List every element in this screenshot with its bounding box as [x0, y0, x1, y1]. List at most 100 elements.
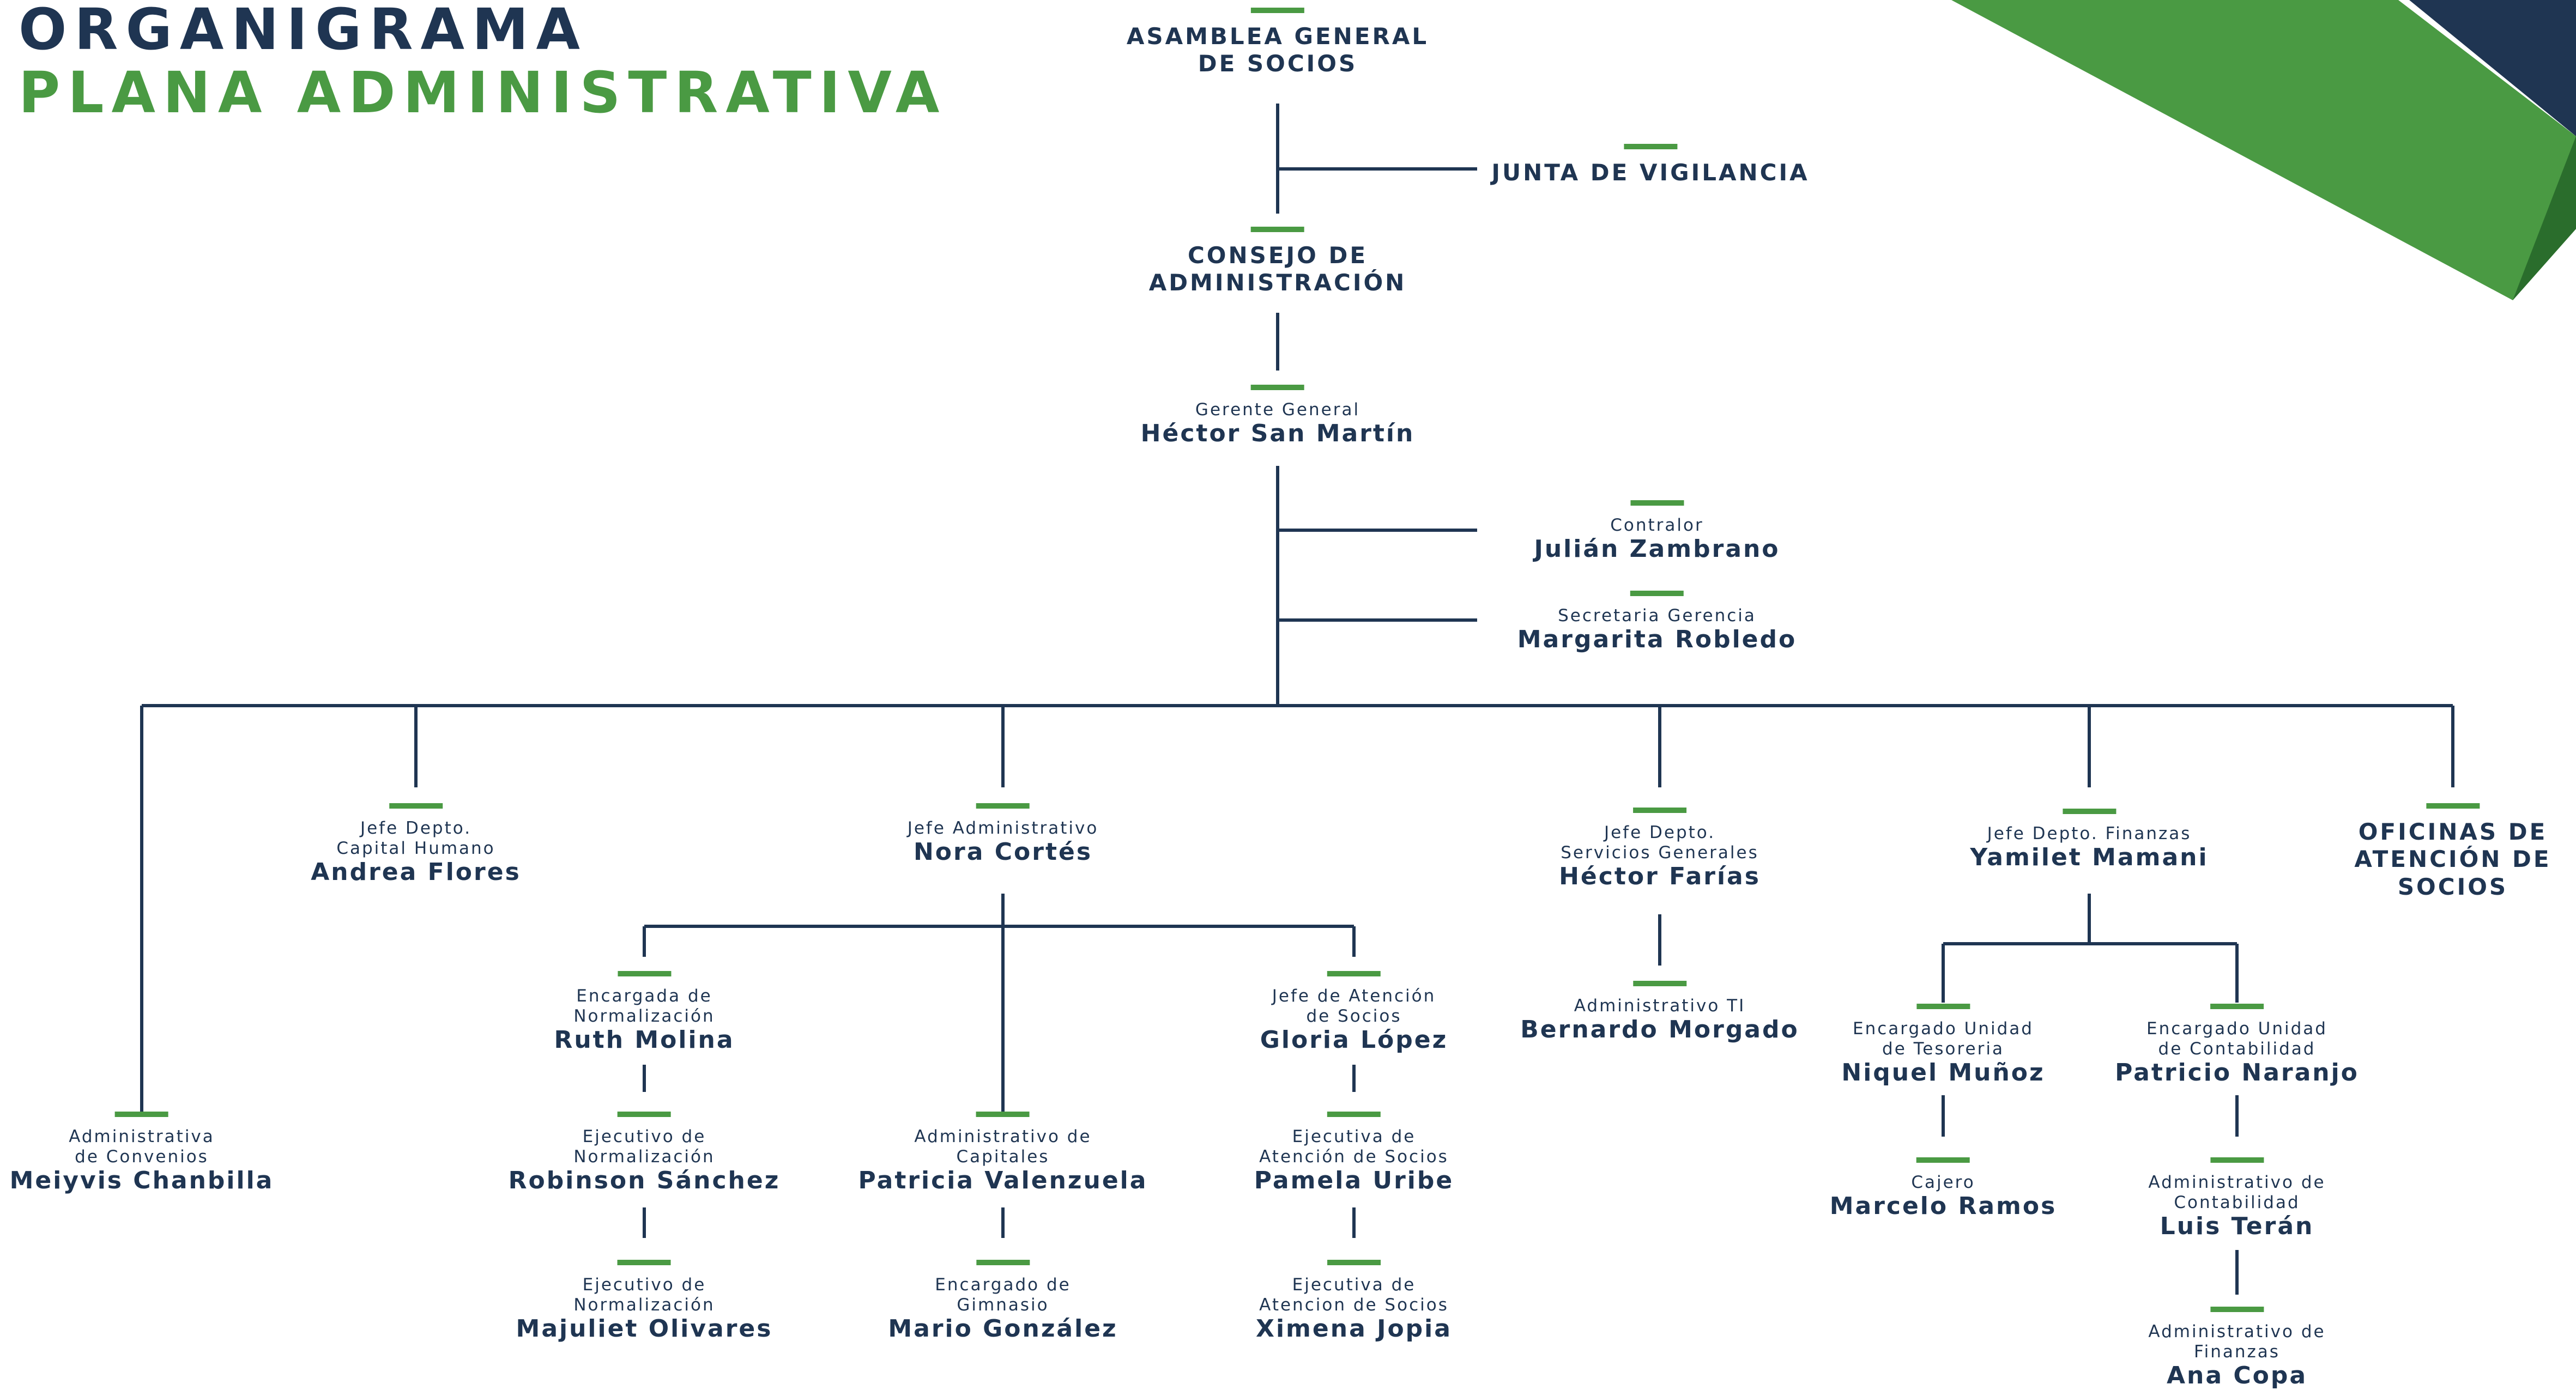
role-title: Cajero — [1911, 1173, 1975, 1192]
green-accent-bar — [976, 803, 1030, 809]
role-title: Administrativo de — [2148, 1322, 2326, 1342]
role-title: Secretaria Gerencia — [1558, 606, 1756, 626]
role-title: Encargado de — [935, 1275, 1071, 1295]
role-title: Encargado Unidad — [1853, 1019, 2034, 1039]
unit-name: SOCIOS — [2397, 873, 2508, 900]
person-name: Andrea Flores — [311, 858, 521, 887]
org-node-contralor: Contralor Julián Zambrano — [1534, 500, 1780, 563]
page-title: ORGANIGRAMA — [19, 0, 588, 63]
role-title: Jefe Depto. — [360, 818, 472, 838]
person-name: Héctor Farías — [1559, 863, 1761, 891]
person-name: Pamela Uribe — [1254, 1167, 1454, 1195]
green-accent-bar — [617, 1112, 671, 1117]
role-title: Gerente General — [1195, 400, 1360, 420]
org-node-junta-vigilancia: JUNTA DE VIGILANCIA — [1491, 144, 1809, 186]
person-name: Patricia Valenzuela — [858, 1167, 1148, 1195]
role-title: Contabilidad — [2174, 1193, 2300, 1213]
green-accent-bar — [1630, 500, 1684, 506]
role-title: Contralor — [1610, 515, 1704, 535]
org-node-gimnasio: Encargado de Gimnasio Mario González — [888, 1260, 1117, 1343]
green-accent-bar — [1327, 971, 1381, 976]
org-node-capitales: Administrativo de Capitales Patricia Val… — [858, 1112, 1148, 1195]
role-title: Capital Humano — [336, 839, 495, 859]
org-node-jefe-administrativo: Jefe Administrativo Nora Cortés — [908, 803, 1099, 866]
role-title: Administrativo de — [2148, 1173, 2326, 1192]
org-node-ejecutivo-normalizacion-1: Ejecutivo de Normalización Robinson Sánc… — [509, 1112, 781, 1195]
green-accent-bar — [1632, 808, 1686, 813]
green-accent-bar — [2062, 809, 2116, 814]
green-accent-bar — [114, 1112, 168, 1117]
role-title: Normalización — [573, 1295, 715, 1315]
role-title: de Contabilidad — [2158, 1039, 2316, 1059]
page-subtitle: PLANA ADMINISTRATIVA — [19, 59, 947, 126]
person-name: Julián Zambrano — [1534, 535, 1780, 563]
unit-name: ASAMBLEA GENERAL — [1126, 23, 1429, 50]
org-node-oficinas-atencion: OFICINAS DE ATENCIÓN DE SOCIOS — [2354, 803, 2551, 901]
role-title: Ejecutivo de — [582, 1275, 706, 1295]
role-title: de Socios — [1306, 1006, 1402, 1027]
role-title: Gimnasio — [957, 1295, 1049, 1315]
role-title: Encargada de — [576, 986, 712, 1006]
role-title: Capitales — [956, 1147, 1050, 1167]
person-name: Ana Copa — [2166, 1362, 2308, 1390]
green-accent-bar — [1250, 385, 1304, 390]
role-title: Normalización — [573, 1147, 715, 1167]
person-name: Mario González — [888, 1315, 1118, 1343]
person-name: Majuliet Olivares — [516, 1315, 773, 1343]
org-node-cajero: Cajero Marcelo Ramos — [1830, 1157, 2057, 1221]
green-accent-bar — [389, 803, 443, 809]
role-title: Administrativo de — [914, 1127, 1092, 1146]
unit-name: JUNTA DE VIGILANCIA — [1491, 159, 1810, 186]
green-accent-bar — [1327, 1112, 1381, 1117]
org-node-finanzas: Jefe Depto. Finanzas Yamilet Mamani — [1970, 809, 2208, 872]
green-accent-bar — [2426, 803, 2480, 809]
person-name: Niquel Muñoz — [1841, 1059, 2045, 1087]
person-name: Robinson Sánchez — [508, 1167, 781, 1195]
person-name: Marcelo Ramos — [1829, 1192, 2057, 1221]
role-title: Jefe Administrativo — [907, 818, 1099, 838]
org-node-contabilidad: Encargado Unidad de Contabilidad Patrici… — [2115, 1004, 2359, 1087]
role-title: Servicios Generales — [1561, 843, 1759, 863]
person-name: Ximena Jopia — [1256, 1315, 1452, 1343]
green-accent-bar — [1633, 981, 1686, 986]
role-title: Ejecutiva de — [1292, 1275, 1416, 1295]
role-title: Ejecutiva de — [1292, 1127, 1416, 1146]
org-node-administrativo-ti: Administrativo TI Bernardo Morgado — [1520, 981, 1799, 1044]
org-node-ejecutiva-atencion-1: Ejecutiva de Atención de Socios Pamela U… — [1254, 1112, 1454, 1195]
green-accent-bar — [2210, 1157, 2264, 1163]
person-name: Gloria López — [1260, 1026, 1448, 1054]
role-title: Administrativo TI — [1574, 996, 1746, 1016]
org-node-ejecutiva-atencion-2: Ejecutiva de Atencion de Socios Ximena J… — [1256, 1260, 1452, 1343]
org-node-adm-contabilidad: Administrativo de Contabilidad Luis Terá… — [2148, 1157, 2325, 1241]
person-name: Meiyvis Chanbilla — [9, 1167, 274, 1195]
green-accent-bar — [1251, 227, 1304, 232]
unit-name: ADMINISTRACIÓN — [1148, 269, 1407, 296]
role-title: Encargado Unidad — [2146, 1019, 2327, 1039]
role-title: Normalización — [573, 1006, 715, 1027]
role-title: Atencion de Socios — [1259, 1295, 1449, 1315]
person-name: Margarita Robledo — [1517, 626, 1797, 654]
person-name: Yamilet Mamani — [1970, 843, 2209, 872]
green-accent-bar — [976, 1112, 1030, 1117]
person-name: Patricio Naranjo — [2115, 1059, 2359, 1087]
org-node-convenios: Administrativa de Convenios Meiyvis Chan… — [10, 1112, 274, 1195]
role-title: Atención de Socios — [1259, 1147, 1449, 1167]
org-node-adm-finanzas: Administrativo de Finanzas Ana Copa — [2148, 1307, 2325, 1390]
green-accent-bar — [1916, 1157, 1970, 1163]
org-node-asamblea: ASAMBLEA GENERAL DE SOCIOS — [1127, 8, 1429, 78]
org-node-jefe-atencion-socios: Jefe de Atención de Socios Gloria López — [1260, 971, 1448, 1054]
role-title: de Tesoreria — [1882, 1039, 2004, 1059]
unit-name: DE SOCIOS — [1198, 50, 1358, 77]
role-title: Administrativa — [69, 1127, 215, 1146]
org-node-secretaria: Secretaria Gerencia Margarita Robledo — [1517, 591, 1797, 654]
green-accent-bar — [2210, 1004, 2264, 1009]
role-title: Finanzas — [2194, 1342, 2280, 1362]
green-accent-bar — [1624, 144, 1677, 149]
unit-name: ATENCIÓN DE — [2354, 846, 2551, 873]
person-name: Héctor San Martín — [1140, 420, 1415, 448]
green-accent-bar — [2210, 1307, 2264, 1312]
green-accent-bar — [617, 971, 671, 976]
person-name: Ruth Molina — [554, 1026, 735, 1054]
